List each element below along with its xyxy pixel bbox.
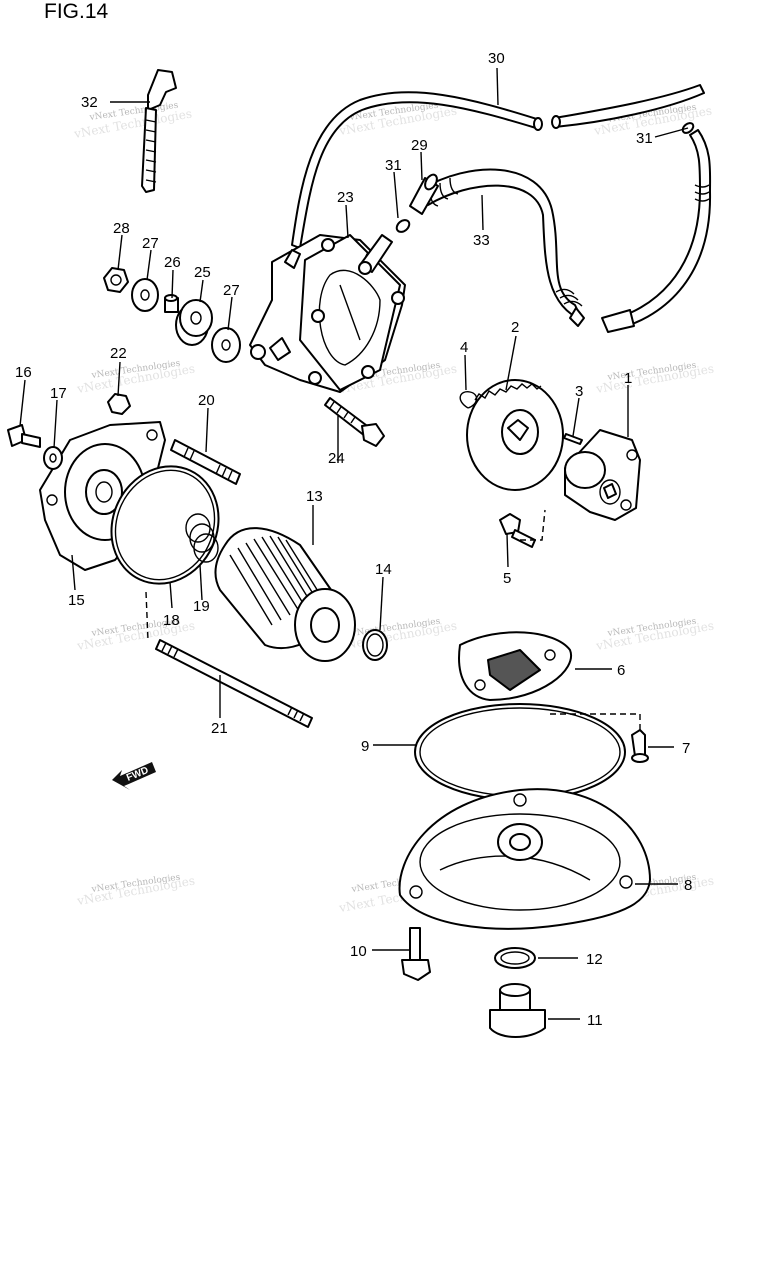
washer-27-upper (131, 278, 159, 312)
callout-8: 8 (684, 877, 692, 894)
callout-24: 24 (328, 450, 345, 467)
stud-21 (155, 639, 313, 728)
callout-12: 12 (586, 951, 603, 968)
drain-plug-11 (489, 983, 546, 1038)
callout-2: 2 (511, 319, 519, 336)
callout-23: 23 (337, 189, 354, 206)
bolt-10 (401, 927, 431, 981)
nut-28 (103, 267, 129, 293)
callout-31: 31 (636, 130, 653, 147)
cable-tie-32 (141, 69, 177, 193)
oil-filter-13 (214, 527, 356, 662)
fuel-hose-33 (419, 129, 712, 333)
washer-17 (43, 446, 63, 470)
callout-4: 4 (460, 339, 468, 356)
callout-33: 33 (473, 232, 490, 249)
callout-14: 14 (375, 561, 392, 578)
callout-3: 3 (575, 383, 583, 400)
callout-27: 27 (142, 235, 159, 252)
strainer-6 (458, 631, 573, 701)
o-ring-9 (414, 703, 626, 801)
callout-21: 21 (211, 720, 228, 737)
callout-1: 1 (624, 370, 632, 387)
collar-26 (164, 294, 179, 313)
oil-pan-8 (398, 788, 651, 930)
callout-26: 26 (164, 254, 181, 271)
bolt-24 (324, 397, 385, 447)
callout-15: 15 (68, 592, 85, 609)
callout-10: 10 (350, 943, 367, 960)
stud-20 (170, 439, 241, 485)
grommet-25 (175, 299, 213, 346)
fwd-label: FWD (125, 765, 150, 784)
callout-17: 17 (50, 385, 67, 402)
fuel-hose-29 (409, 173, 439, 215)
callout-29: 29 (411, 137, 428, 154)
clip-31 (395, 122, 695, 233)
callout-6: 6 (617, 662, 625, 679)
washer-27-lower (211, 327, 241, 363)
callout-7: 7 (682, 740, 690, 757)
o-ring-18 (110, 465, 220, 585)
callout-27: 27 (223, 282, 240, 299)
fuel-hose-30 (291, 84, 705, 249)
oil-pump-1 (564, 429, 641, 521)
callout-28: 28 (113, 220, 130, 237)
callout-22: 22 (110, 345, 127, 362)
callout-16: 16 (15, 364, 32, 381)
callout-25: 25 (194, 264, 211, 281)
figure-title: FIG.14 (44, 0, 109, 23)
callout-13: 13 (306, 488, 323, 505)
callout-20: 20 (198, 392, 215, 409)
callout-5: 5 (503, 570, 511, 587)
callout-31: 31 (385, 157, 402, 174)
leader-lines (19, 67, 689, 1020)
pin-3 (563, 433, 583, 445)
o-ring-14 (362, 629, 388, 661)
callout-11: 11 (587, 1012, 603, 1029)
callout-19: 19 (193, 598, 210, 615)
bolt-5 (499, 513, 536, 548)
callout-numbers: 30 32 31 29 31 23 33 28 27 26 25 27 2 4 … (15, 50, 692, 1029)
driven-gear-2 (466, 379, 564, 491)
callout-18: 18 (163, 612, 180, 629)
bolt-16 (7, 424, 41, 448)
gasket-12 (494, 947, 536, 969)
fwd-arrow-icon: FWD (112, 762, 156, 790)
callout-9: 9 (361, 738, 369, 755)
callout-32: 32 (81, 94, 98, 111)
fuel-pump-23 (249, 234, 406, 393)
callout-30: 30 (488, 50, 505, 67)
bolt-7 (631, 729, 649, 763)
circlip-4 (459, 391, 478, 409)
nut-22 (107, 393, 131, 415)
spring-19 (185, 513, 219, 563)
